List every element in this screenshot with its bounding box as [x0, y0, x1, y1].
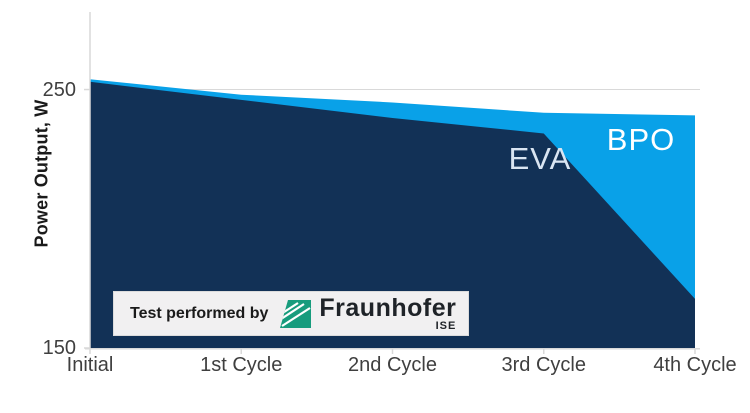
- x-tick-label-3rd-cycle: 3rd Cycle: [501, 354, 586, 376]
- test-performed-badge: Test performed by Fraunhofer ISE: [113, 291, 469, 336]
- series-label-bpo: BPO: [606, 122, 676, 157]
- y-tick-label-250: 250: [42, 78, 76, 101]
- fraunhofer-wordmark: Fraunhofer: [319, 293, 457, 322]
- x-tick-label-initial: Initial: [66, 354, 114, 376]
- x-tick-label-1st-cycle: 1st Cycle: [200, 354, 283, 376]
- area-series-eva: [90, 81, 695, 349]
- y-axis-title: Power Output, W: [31, 99, 52, 248]
- fraunhofer-logo-icon: [280, 299, 312, 328]
- x-tick-label-4th-cycle: 4th Cycle: [653, 354, 737, 376]
- badge-prefix-text: Test performed by: [130, 304, 269, 322]
- series-label-eva: EVA: [508, 141, 572, 176]
- y-tick-label-150: 150: [42, 337, 76, 359]
- x-tick-label-2nd-cycle: 2nd Cycle: [348, 354, 437, 376]
- fraunhofer-ise-label: ISE: [435, 319, 457, 332]
- fraunhofer-wordmark-block: Fraunhofer ISE: [319, 293, 457, 332]
